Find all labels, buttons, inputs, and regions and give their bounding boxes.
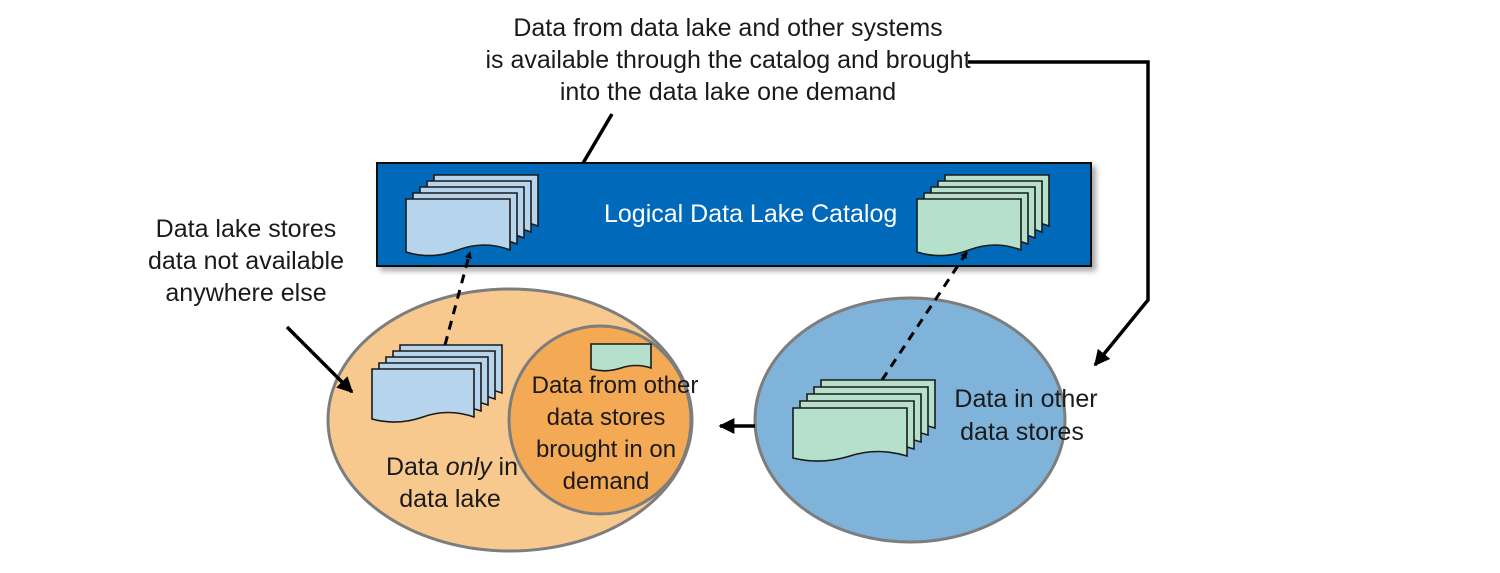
- on-demand-line-3: brought in on: [536, 436, 676, 463]
- other-to-catalog-dashed-arrow: [880, 251, 969, 381]
- top-annotation-line-1: Data from data lake and other systems: [513, 14, 942, 42]
- left-annotation-line-1: Data lake stores: [156, 215, 337, 243]
- top-annotation-line-3: into the data lake one demand: [560, 78, 896, 106]
- left-annotation-arrow: [285, 325, 354, 394]
- lake-docs-icon: [371, 344, 503, 423]
- lake-to-catalog-dashed-arrow: [443, 251, 472, 346]
- catalog-lake-docs-icon: [405, 174, 539, 257]
- other-stores-docs-icon: [792, 379, 936, 462]
- data-lake-label-suffix: in: [492, 453, 518, 481]
- top-annotation-connector-arrow: [968, 60, 1150, 367]
- other-stores-line-2: data stores: [960, 418, 1084, 446]
- data-lake-label-prefix: Data: [386, 453, 446, 481]
- on-demand-line-2: data stores: [547, 404, 666, 431]
- catalog-other-docs-icon: [916, 174, 1050, 257]
- on-demand-doc-icon: [590, 343, 652, 372]
- other-stores-label: Data in other data stores: [954, 385, 1097, 446]
- on-demand-line-4: demand: [563, 468, 650, 495]
- left-annotation-line-3: anywhere else: [165, 279, 326, 307]
- data-lake-label-emphasis: only: [446, 453, 493, 481]
- catalog-label: Logical Data Lake Catalog: [604, 200, 897, 228]
- left-annotation: Data lake stores data not available anyw…: [148, 215, 344, 307]
- logical-catalog: Logical Data Lake Catalog: [376, 162, 1092, 267]
- left-annotation-line-2: data not available: [148, 247, 344, 275]
- top-annotation-line-2: is available through the catalog and bro…: [485, 46, 970, 74]
- on-demand-line-1: Data from other: [532, 372, 699, 399]
- data-lake-label: Data only in data lake: [386, 453, 518, 513]
- on-demand-circle: [507, 324, 693, 516]
- svg-text:Data only in: Data only in: [386, 453, 518, 481]
- other-stores-line-1: Data in other: [954, 385, 1097, 413]
- on-demand-label: Data from other data stores brought in o…: [532, 372, 699, 495]
- data-lake-label-line-2: data lake: [399, 485, 500, 513]
- top-annotation: Data from data lake and other systems is…: [485, 14, 970, 106]
